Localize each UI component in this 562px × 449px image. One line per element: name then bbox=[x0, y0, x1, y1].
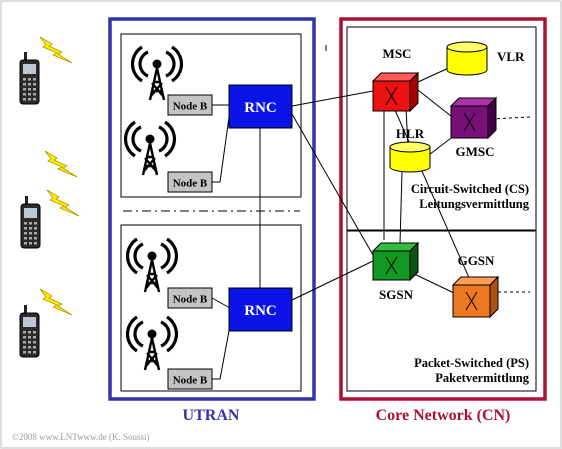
hlr-database-icon bbox=[389, 141, 431, 173]
rnc-node-bottom: RNC bbox=[228, 287, 293, 332]
base-station-1: Node B bbox=[130, 45, 213, 116]
ps-domain-sublabel: Paketvermittlung bbox=[435, 371, 529, 385]
core-network-label: Core Network (CN) bbox=[376, 407, 511, 424]
msc-label: MSC bbox=[383, 46, 412, 61]
cs-domain-box bbox=[346, 26, 537, 231]
base-station-2: Node B bbox=[123, 120, 213, 193]
radio-network-subsystem-2 bbox=[120, 224, 302, 392]
core-network-box bbox=[339, 17, 547, 401]
rnc-label: RNC bbox=[244, 100, 277, 116]
sgsn-label: SGSN bbox=[379, 287, 414, 302]
connection-lines bbox=[211, 65, 471, 380]
utran-label: UTRAN bbox=[183, 407, 240, 424]
utran-box bbox=[108, 17, 316, 401]
ps-domain-label: Packet-Switched (PS) bbox=[414, 356, 529, 370]
copyright-notice: ©2008 www.LNTwww.de (K. Soussi) bbox=[12, 432, 150, 442]
hlr-label: HLR bbox=[396, 126, 425, 141]
sgsn-switch-icon bbox=[371, 241, 420, 282]
radio-network-subsystem-1 bbox=[120, 33, 302, 198]
node-b-label: Node B bbox=[173, 294, 208, 306]
node-b-label: Node B bbox=[173, 178, 208, 190]
base-station-3: Node B bbox=[125, 237, 213, 309]
gmsc-switch-icon bbox=[449, 96, 498, 140]
ggsn-label: GGSN bbox=[458, 253, 495, 268]
node-b-label: Node B bbox=[173, 375, 208, 387]
cs-domain-label: Circuit-Switched (CS) bbox=[411, 182, 529, 196]
msc-switch-icon bbox=[371, 71, 420, 113]
ps-domain-box bbox=[346, 230, 537, 392]
rnc-label: RNC bbox=[244, 303, 277, 319]
base-station-4: Node B bbox=[125, 315, 213, 390]
vlr-label: VLR bbox=[497, 49, 525, 64]
vlr-database-icon bbox=[446, 41, 488, 76]
cs-domain-sublabel: Leitungsvermittlung bbox=[419, 197, 529, 211]
gmsc-label: GMSC bbox=[456, 144, 495, 159]
node-b-label: Node B bbox=[173, 101, 208, 113]
ggsn-switch-icon bbox=[451, 275, 500, 319]
rnc-node-top: RNC bbox=[228, 84, 293, 129]
